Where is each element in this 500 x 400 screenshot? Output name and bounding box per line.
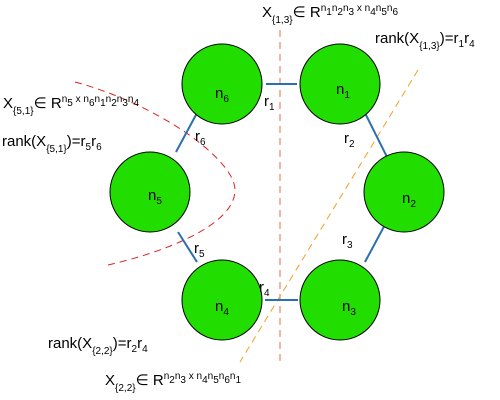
edge-r6 (175, 112, 198, 153)
edge-label-r5: r5 (194, 240, 205, 260)
cut-line-2-2 (239, 69, 419, 363)
svg-text:n6: n6 (215, 85, 229, 105)
svg-text:n4: n4 (215, 298, 229, 318)
svg-text:n3: n3 (342, 298, 356, 318)
node-n5: n5 (109, 151, 191, 233)
node-n6: n6 (181, 43, 263, 125)
node-n1: n1 (299, 43, 381, 125)
edge-label-r3: r3 (342, 231, 353, 251)
edge-label-r4: r4 (259, 279, 270, 299)
svg-text:n2: n2 (402, 190, 416, 210)
edge-r5 (177, 231, 198, 263)
annotation-rank51: rank(X{5,1})=r5r6 (2, 133, 102, 155)
node-n3: n3 (299, 259, 381, 341)
edge-label-r6: r6 (195, 128, 206, 148)
edge-label-r1: r1 (264, 93, 275, 113)
svg-text:n1: n1 (336, 81, 350, 101)
annotation-x51: X{5,1}∈ Rn5 x n6n1n2n3n4 (3, 94, 139, 117)
cut-line-5-1 (74, 81, 236, 266)
node-n2: n2 (363, 151, 445, 233)
annotation-x13: X{1,3}∈ Rn1n2n3 x n4n5n6 (262, 3, 398, 26)
annotation-rank13: rank(X{1,3})=r1r4 (375, 30, 475, 52)
annotation-x22: X{2,2}∈ Rn2n3 x n4n5n6n1 (105, 371, 241, 394)
annotation-rank22: rank(X{2,2})=r2r4 (48, 335, 148, 357)
node-n4: n4 (181, 259, 263, 341)
edge-label-r2: r2 (344, 130, 355, 150)
edge-r2 (364, 112, 389, 160)
svg-text:n5: n5 (148, 187, 162, 207)
